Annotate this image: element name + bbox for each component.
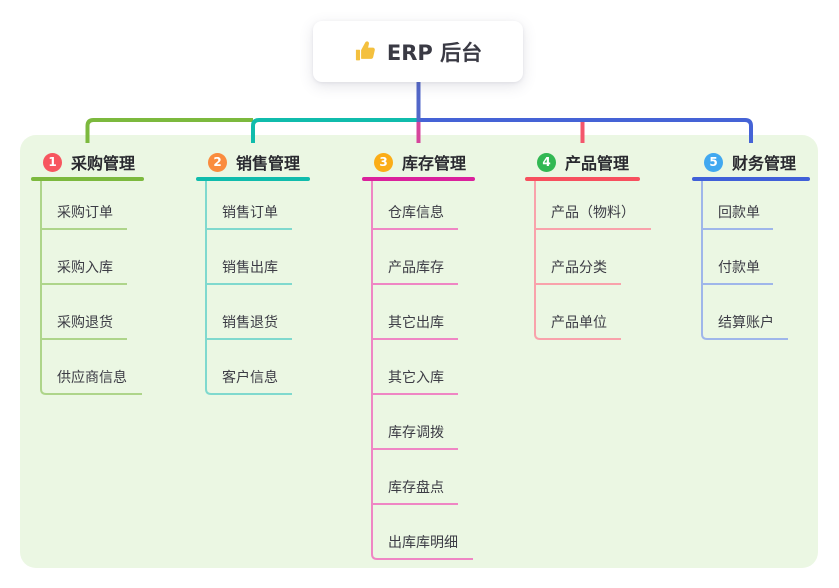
branch-underline-2 — [196, 177, 310, 181]
thumbs-up-icon — [354, 40, 377, 63]
branch-label: 采购管理 — [71, 154, 136, 173]
child-node[interactable]: 产品分类 — [551, 260, 607, 276]
child-node[interactable]: 销售订单 — [222, 205, 278, 221]
branch-title-5[interactable]: 5 财务管理 — [704, 151, 796, 173]
child-node[interactable]: 付款单 — [718, 260, 760, 276]
child-node[interactable]: 销售出库 — [222, 260, 278, 276]
child-node[interactable]: 客户信息 — [222, 370, 278, 386]
child-node[interactable]: 销售退货 — [222, 315, 278, 331]
child-node[interactable]: 库存盘点 — [388, 480, 444, 496]
child-node[interactable]: 采购退货 — [57, 315, 113, 331]
root-node[interactable]: ERP 后台 — [313, 21, 523, 82]
branch-underline-4 — [525, 177, 640, 181]
branch-label: 财务管理 — [732, 154, 797, 173]
child-node[interactable]: 采购入库 — [57, 260, 113, 276]
child-node[interactable]: 产品（物料） — [551, 205, 635, 221]
branch-label: 产品管理 — [565, 154, 630, 173]
child-node[interactable]: 采购订单 — [57, 205, 113, 221]
branch-badge-1: 1 — [43, 152, 62, 172]
child-node[interactable]: 回款单 — [718, 205, 760, 221]
child-node[interactable]: 结算账户 — [718, 315, 774, 331]
branch-underline-5 — [692, 177, 810, 181]
root-title: ERP 后台 — [386, 40, 483, 65]
branch-label: 库存管理 — [402, 154, 467, 173]
branch-title-3[interactable]: 3 库存管理 — [374, 151, 466, 173]
child-node[interactable]: 供应商信息 — [57, 370, 127, 386]
branch-title-1[interactable]: 1 采购管理 — [43, 151, 135, 173]
child-node[interactable]: 产品单位 — [551, 315, 607, 331]
branch-group-panel — [20, 135, 818, 568]
child-node[interactable]: 其它入库 — [388, 370, 444, 386]
branch-badge-5: 5 — [704, 152, 723, 172]
child-node[interactable]: 其它出库 — [388, 315, 444, 331]
child-node[interactable]: 库存调拨 — [388, 425, 444, 441]
child-node[interactable]: 出库库明细 — [388, 535, 458, 551]
branch-title-4[interactable]: 4 产品管理 — [537, 151, 629, 173]
branch-badge-2: 2 — [208, 152, 227, 172]
branch-underline-1 — [31, 177, 144, 181]
branch-label: 销售管理 — [236, 154, 301, 173]
branch-title-2[interactable]: 2 销售管理 — [208, 151, 300, 173]
child-node[interactable]: 产品库存 — [388, 260, 444, 276]
branch-underline-3 — [362, 177, 475, 181]
child-node[interactable]: 仓库信息 — [388, 205, 444, 221]
branch-badge-3: 3 — [374, 152, 393, 172]
branch-badge-4: 4 — [537, 152, 556, 172]
